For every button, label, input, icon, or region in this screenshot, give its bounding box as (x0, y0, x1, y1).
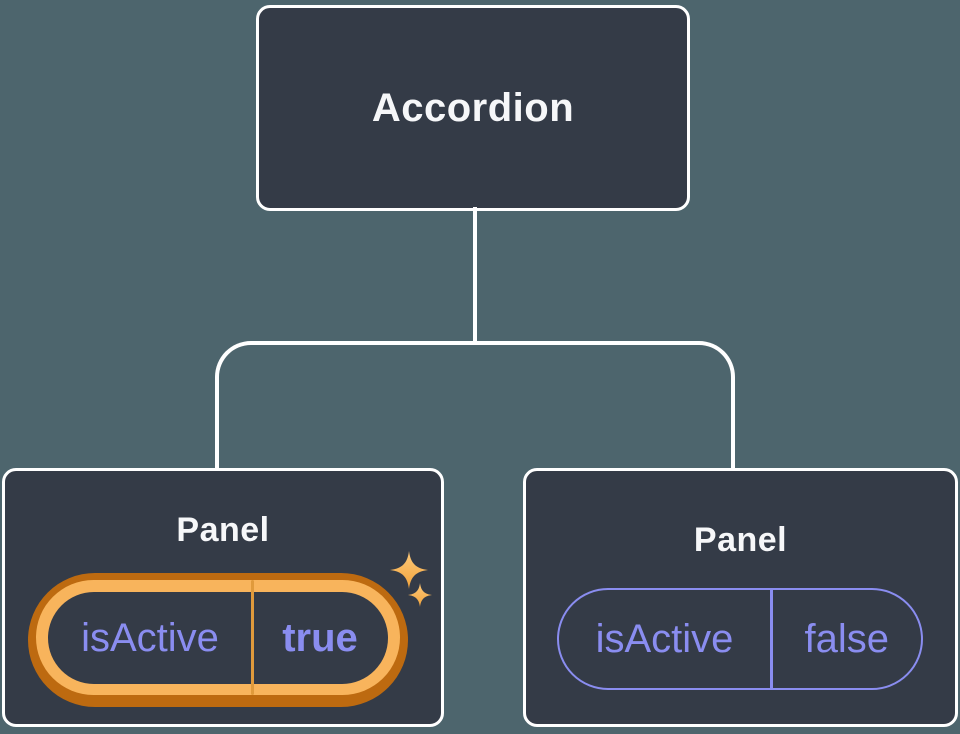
node-panel-inactive: Panel isActive false (523, 468, 958, 727)
state-pill-inactive: isActive false (557, 588, 923, 690)
sparkle-icon (390, 549, 428, 591)
sparkle-icon (408, 582, 432, 608)
state-pill-active-body: isActive true (48, 592, 388, 684)
state-name: isActive (81, 616, 219, 660)
state-pill-active-ring: isActive true (36, 580, 400, 695)
panel-title: Panel (176, 511, 270, 549)
state-name: isActive (595, 617, 734, 661)
connector-stem (473, 207, 477, 343)
connector-branch (215, 341, 735, 470)
node-accordion-label: Accordion (371, 85, 575, 130)
state-pill-active: isActive true (28, 573, 408, 707)
state-pill-divider (251, 580, 254, 695)
panel-title: Panel (693, 521, 788, 559)
node-panel-active: Panel (2, 468, 444, 727)
state-value: true (282, 616, 358, 660)
state-value: false (804, 617, 890, 661)
node-accordion: Accordion (256, 5, 690, 211)
state-pill-divider (770, 590, 773, 688)
